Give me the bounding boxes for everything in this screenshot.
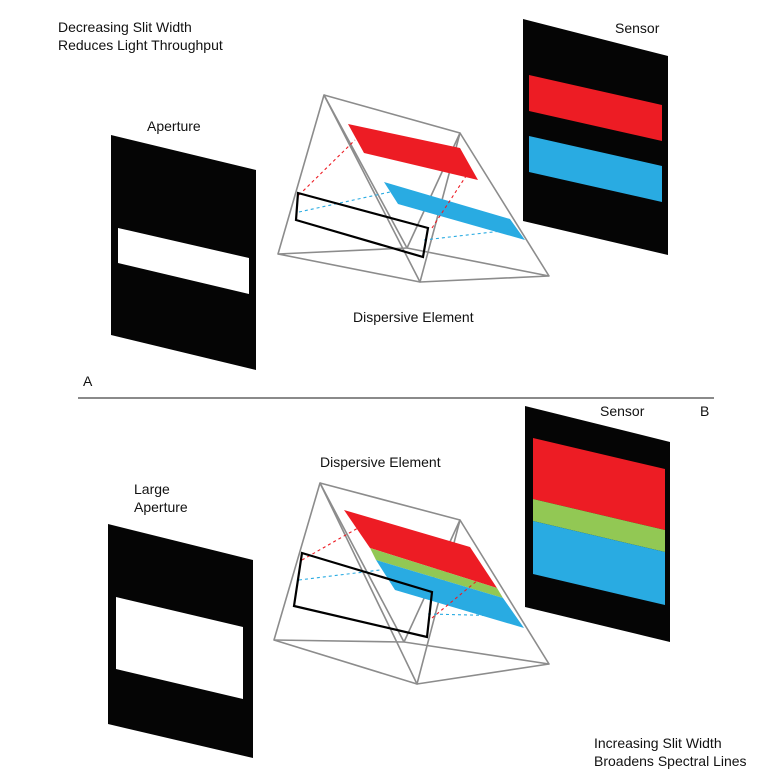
spectral-band-blue-b bbox=[376, 560, 524, 628]
aperture-a-slit bbox=[118, 228, 249, 294]
prism-b bbox=[273, 482, 550, 685]
sensor-b-blue-line bbox=[533, 521, 665, 605]
element-a-label: Dispersive Element bbox=[353, 309, 474, 325]
aperture-a-label: Aperture bbox=[147, 118, 201, 134]
panel-a-letter: A bbox=[83, 373, 93, 389]
spectral-band-red-a bbox=[348, 124, 478, 180]
spectral-band-blue-a bbox=[384, 182, 525, 240]
sensor-b-label: Sensor bbox=[600, 403, 645, 419]
sensor-a bbox=[523, 19, 668, 255]
spectral-band-red-b bbox=[344, 510, 497, 588]
sensor-a-blue-line bbox=[529, 136, 662, 202]
slit-outline-b bbox=[292, 551, 434, 639]
sensor-a-red-line bbox=[529, 75, 662, 141]
ray-traces-a bbox=[298, 139, 511, 241]
element-b-label: Dispersive Element bbox=[320, 454, 441, 470]
panel-b-letter: B bbox=[700, 403, 709, 419]
spectral-band-green-b bbox=[370, 548, 503, 598]
aperture-b-slit bbox=[116, 597, 243, 699]
sensor-b-green-line bbox=[533, 499, 665, 552]
sensor-b-red-line bbox=[533, 438, 665, 530]
sensor-a-label: Sensor bbox=[615, 20, 660, 36]
slit-outline-a bbox=[294, 191, 430, 259]
